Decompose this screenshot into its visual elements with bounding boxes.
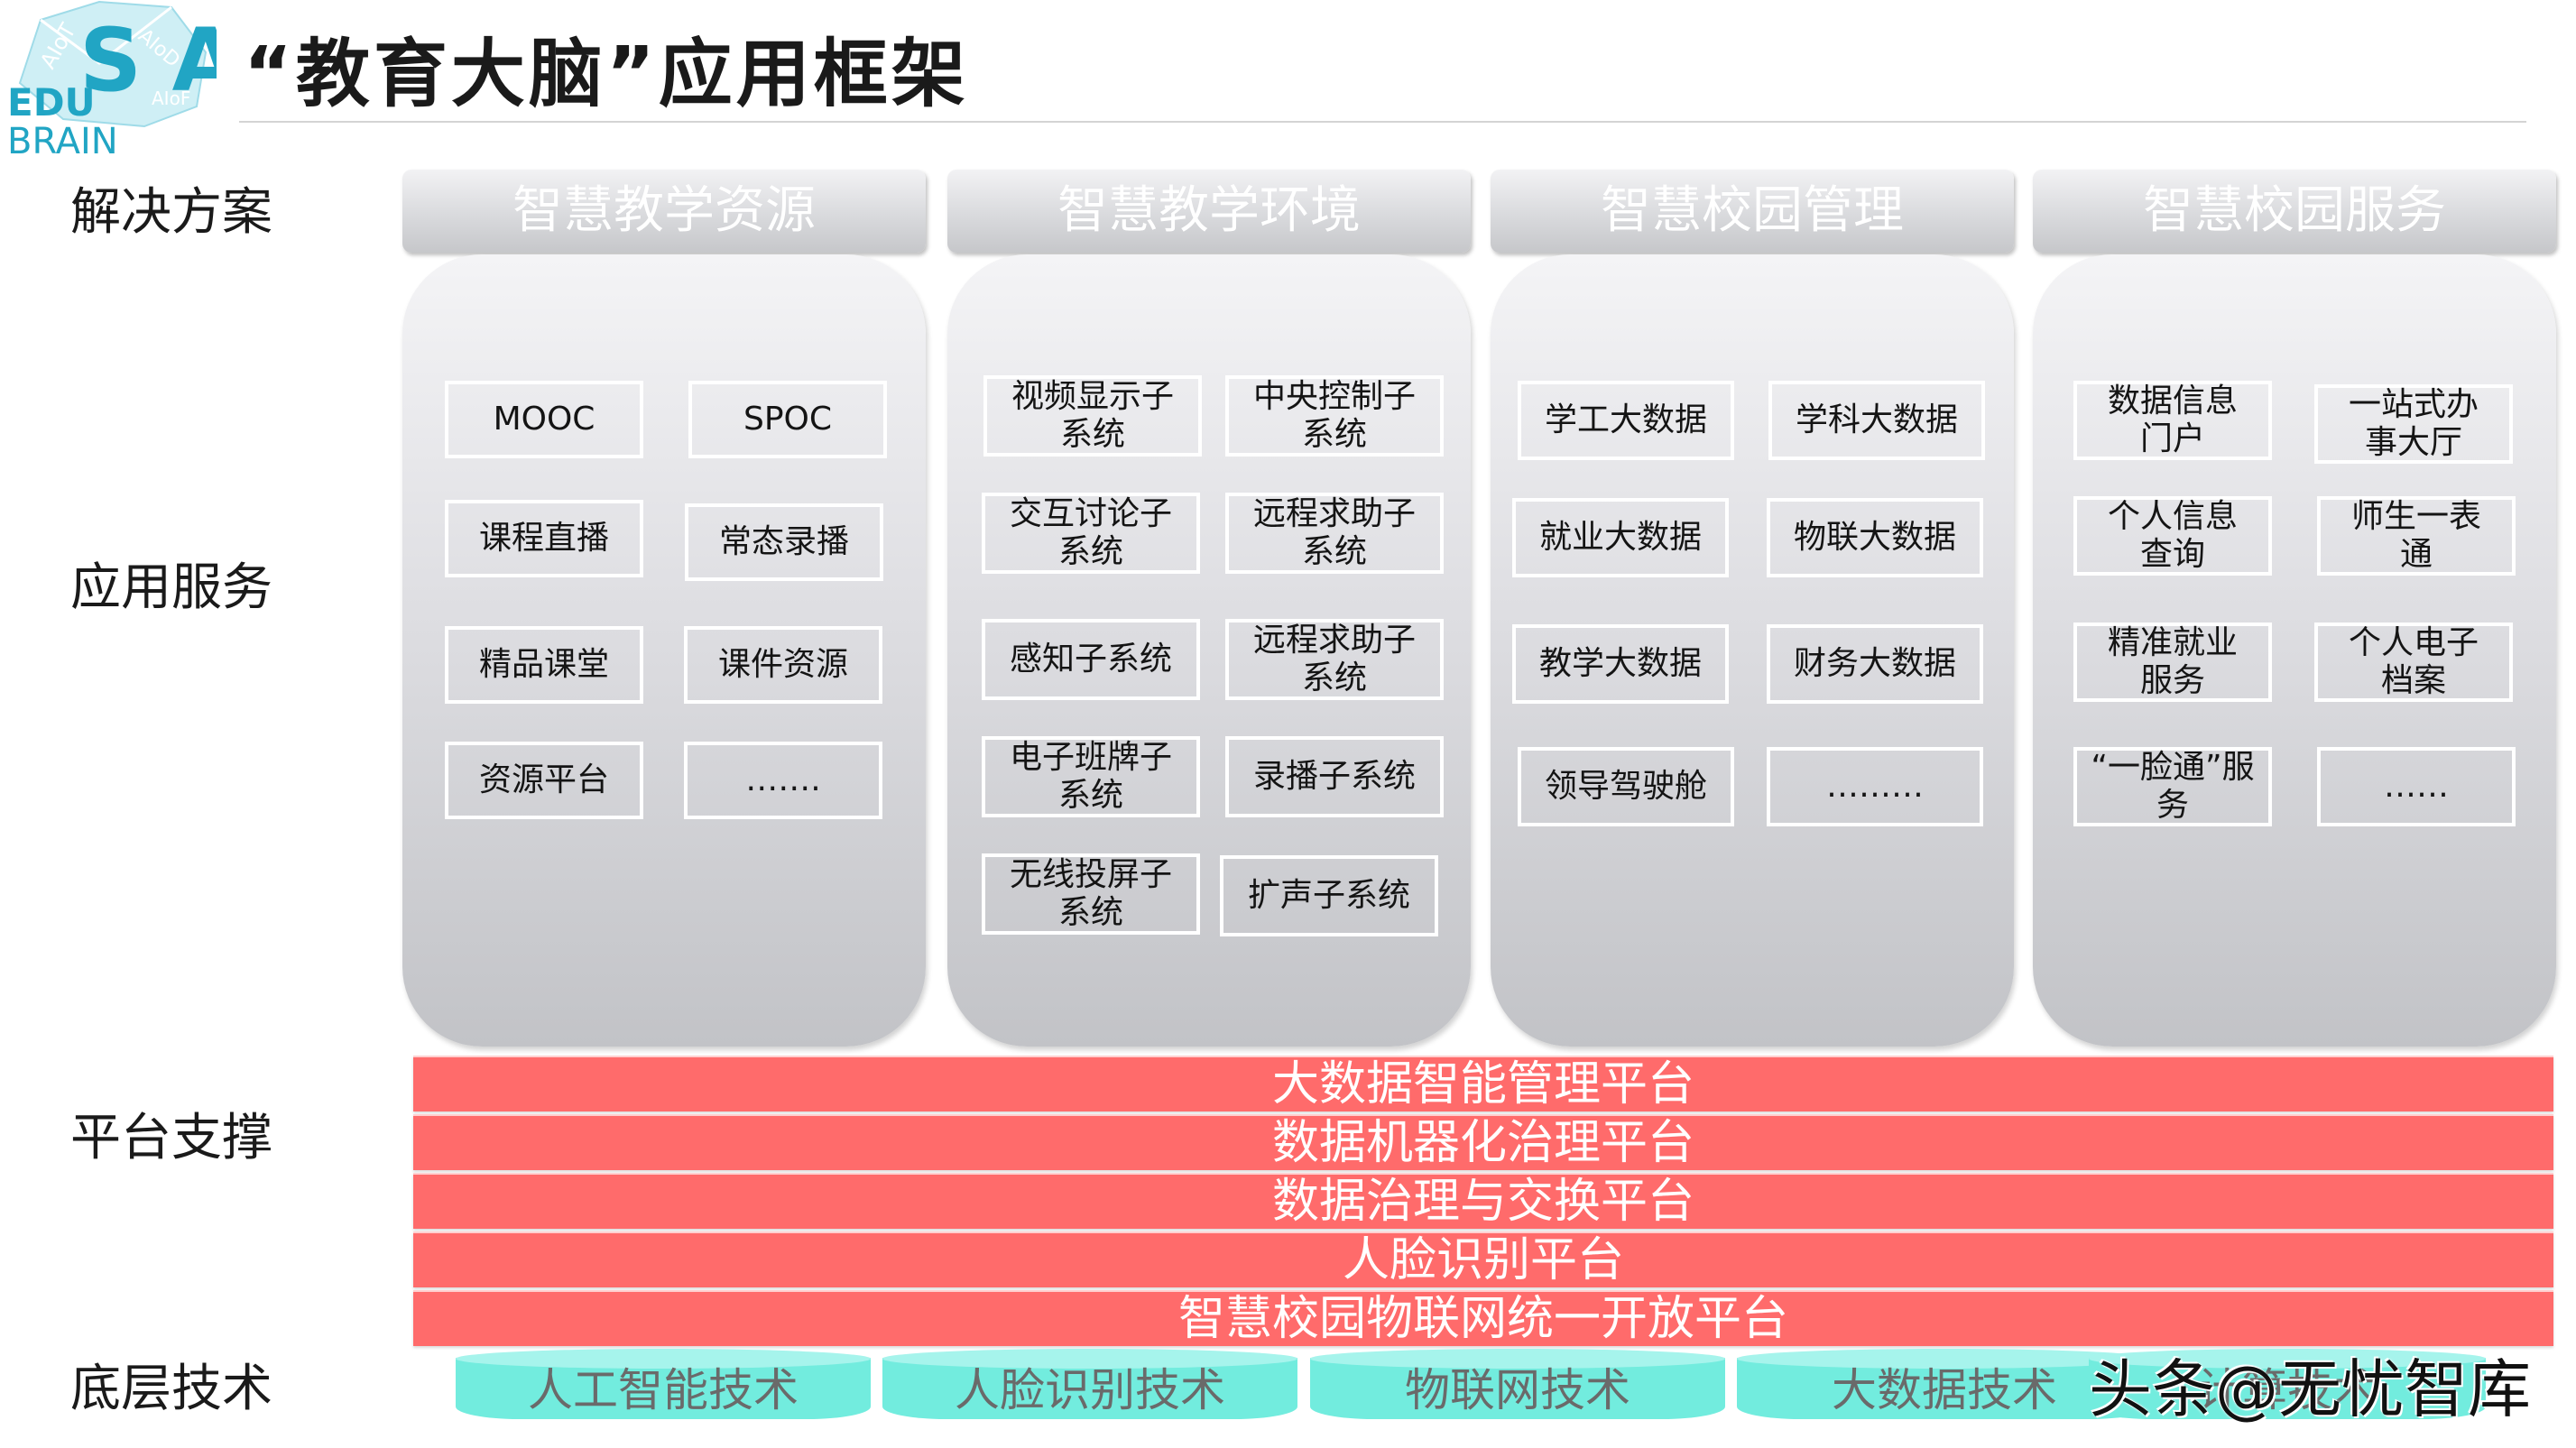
solution-header-teaching-environment: 智慧教学环境 bbox=[947, 170, 1471, 253]
service-cell: 物联大数据 bbox=[1767, 498, 1983, 577]
service-cell: 教学大数据 bbox=[1512, 624, 1729, 704]
row-label-solutions: 解决方案 bbox=[70, 183, 272, 242]
solution-header-campus-services: 智慧校园服务 bbox=[2033, 170, 2556, 253]
service-cell: 远程求助子 系统 bbox=[1225, 619, 1444, 700]
platform-bar-data-governance-automation: 数据机器化治理平台 bbox=[413, 1114, 2553, 1170]
solution-header-campus-management: 智慧校园管理 bbox=[1491, 170, 2014, 253]
solution-header-teaching-resources: 智慧教学资源 bbox=[402, 170, 926, 253]
service-cell: 常态录播 bbox=[685, 503, 883, 581]
title-divider bbox=[239, 121, 2526, 123]
service-cell: 领导驾驶舱 bbox=[1518, 747, 1734, 826]
service-cell: 财务大数据 bbox=[1767, 624, 1983, 704]
platform-bar-big-data-management: 大数据智能管理平台 bbox=[413, 1056, 2553, 1111]
service-cell: 资源平台 bbox=[445, 742, 643, 819]
service-cell: 个人电子 档案 bbox=[2314, 623, 2513, 702]
platform-bar-face-recognition: 人脸识别平台 bbox=[413, 1231, 2553, 1287]
tech-computing: 计算技术 bbox=[2089, 1349, 2486, 1419]
service-cell: SPOC bbox=[688, 381, 887, 458]
column-teaching-environment: 视频显示子 系统 中央控制子 系统 交互讨论子 系统 远程求助子 系统 感知子系… bbox=[947, 254, 1471, 1047]
platform-bar-iot-open-platform: 智慧校园物联网统一开放平台 bbox=[413, 1290, 2553, 1346]
service-cell: 课件资源 bbox=[684, 626, 882, 704]
service-cell: 一站式办 事大厅 bbox=[2314, 384, 2513, 464]
tech-iot: 物联网技术 bbox=[1310, 1349, 1725, 1419]
svg-text:AIoF: AIoF bbox=[152, 88, 190, 109]
service-cell: 电子班牌子 系统 bbox=[982, 736, 1200, 817]
service-cell: 中央控制子 系统 bbox=[1225, 375, 1444, 457]
column-campus-management: 学工大数据 学科大数据 就业大数据 物联大数据 教学大数据 财务大数据 领导驾驶… bbox=[1491, 254, 2014, 1047]
service-cell: 数据信息 门户 bbox=[2073, 381, 2272, 460]
column-campus-services: 数据信息 门户 一站式办 事大厅 个人信息 查询 师生一表 通 精准就业 服务 … bbox=[2033, 254, 2556, 1047]
service-cell: ……… bbox=[1767, 747, 1983, 826]
service-cell: 感知子系统 bbox=[982, 619, 1200, 700]
service-cell: 师生一表 通 bbox=[2317, 496, 2516, 576]
service-cell: ……. bbox=[684, 742, 882, 819]
row-label-tech: 底层技术 bbox=[70, 1360, 272, 1418]
service-cell: 精准就业 服务 bbox=[2073, 623, 2272, 702]
watermark: 头条@无忧智库 bbox=[2089, 1352, 2531, 1426]
service-cell: “一脸通”服 务 bbox=[2073, 747, 2272, 826]
svg-text:EDU: EDU bbox=[7, 80, 96, 125]
service-cell: 个人信息 查询 bbox=[2073, 496, 2272, 576]
page-title: “教育大脑”应用框架 bbox=[244, 32, 969, 117]
service-cell: 录播子系统 bbox=[1225, 736, 1444, 817]
tech-big-data: 大数据技术 bbox=[1737, 1349, 2152, 1419]
service-cell: 扩声子系统 bbox=[1220, 855, 1438, 936]
service-cell: …… bbox=[2317, 747, 2516, 826]
row-label-services: 应用服务 bbox=[70, 558, 272, 617]
service-cell: 无线投屏子 系统 bbox=[982, 853, 1200, 935]
service-cell: MOOC bbox=[445, 381, 643, 458]
service-cell: 远程求助子 系统 bbox=[1225, 493, 1444, 574]
row-label-platform: 平台支撑 bbox=[70, 1109, 272, 1167]
edu-brain-logo: AIoT S AI AIoD AIoF EDU BRAIN bbox=[0, 0, 272, 162]
tech-ai: 人工智能技术 bbox=[456, 1349, 871, 1419]
service-cell: 学科大数据 bbox=[1768, 381, 1985, 460]
column-teaching-resources: MOOC SPOC 课程直播 常态录播 精品课堂 课件资源 资源平台 ……. bbox=[402, 254, 926, 1047]
service-cell: 精品课堂 bbox=[445, 626, 643, 704]
svg-text:BRAIN: BRAIN bbox=[7, 121, 118, 162]
service-cell: 视频显示子 系统 bbox=[983, 375, 1202, 457]
tech-face-recognition: 人脸识别技术 bbox=[882, 1349, 1297, 1419]
service-cell: 学工大数据 bbox=[1518, 381, 1734, 460]
service-cell: 课程直播 bbox=[445, 500, 643, 577]
service-cell: 就业大数据 bbox=[1512, 498, 1729, 577]
service-cell: 交互讨论子 系统 bbox=[982, 493, 1200, 574]
platform-bar-data-exchange: 数据治理与交换平台 bbox=[413, 1173, 2553, 1229]
